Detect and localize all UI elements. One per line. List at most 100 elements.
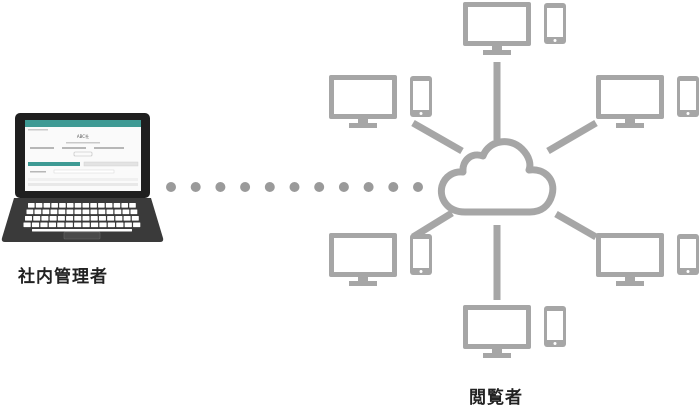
keyboard-key (74, 216, 82, 221)
keyboard-key (51, 203, 58, 208)
line-lower-left (411, 210, 454, 240)
connector-dot (240, 182, 251, 192)
keyboard-key (106, 209, 114, 215)
monitor-icon (329, 75, 397, 128)
connector-dot (314, 182, 325, 192)
keyboard-key (49, 216, 57, 221)
keyboard-key (65, 222, 73, 228)
keyboard-key (74, 222, 82, 228)
line-upper-right (546, 119, 598, 155)
screen-line (66, 142, 100, 144)
monitor-icon (329, 233, 397, 286)
screen-field-3 (94, 147, 124, 149)
keyboard-key (66, 216, 74, 221)
keyboard-key (66, 203, 74, 208)
keyboard-key (28, 203, 35, 208)
keyboard-key (59, 203, 66, 208)
connector-dot (388, 182, 399, 192)
laptop-keyboard (23, 203, 141, 232)
smartphone-icon (544, 3, 566, 44)
keyboard-key (107, 216, 115, 221)
keyboard-key (43, 203, 51, 208)
keyboard-spacebar-row (32, 229, 132, 232)
viewer-device (329, 75, 432, 128)
keyboard-key (98, 216, 106, 221)
screen-table-row-1 (28, 178, 138, 181)
viewer-devices (329, 2, 699, 358)
connector-dot (264, 182, 275, 192)
keyboard-key (48, 222, 57, 228)
viewer-device (463, 2, 566, 55)
keyboard-key (74, 209, 82, 215)
laptop-icon: ABC社 (1, 113, 164, 242)
keyboard-key (99, 222, 107, 228)
keyboard-key (98, 203, 105, 208)
keyboard-key (90, 203, 97, 208)
keyboard-key (121, 203, 129, 208)
screen-field-1 (30, 147, 54, 149)
screen-small-button (73, 151, 93, 157)
monitor-icon (463, 2, 531, 55)
keyboard-key (23, 222, 31, 228)
smartphone-icon (677, 234, 699, 275)
keyboard-key (66, 209, 74, 215)
monitor-icon (463, 305, 531, 358)
admin-label: 社内管理者 (18, 267, 108, 287)
keyboard-key (114, 209, 122, 215)
connector-dot (215, 182, 226, 192)
keyboard-key (82, 222, 90, 228)
viewer-device (329, 233, 432, 286)
connector-dot (289, 182, 300, 192)
cloud-icon (437, 138, 557, 216)
screen-field-2 (62, 147, 86, 149)
screen-table-row-2 (28, 183, 138, 186)
keyboard-key (116, 222, 124, 228)
connector-dot (166, 182, 176, 192)
viewer-device (463, 305, 566, 358)
keyboard-key (33, 216, 41, 221)
monitor-icon (596, 233, 664, 286)
keyboard-key (31, 222, 40, 228)
keyboard-key (115, 216, 123, 221)
screen-input (53, 169, 115, 174)
monitor-icon (596, 75, 664, 128)
keyboard-key (129, 203, 136, 208)
keyboard-key (35, 203, 43, 208)
viewer-device (596, 75, 699, 128)
keyboard-key (41, 216, 49, 221)
keyboard-key (26, 209, 34, 215)
keyboard-key (25, 216, 33, 221)
connector-dot (363, 182, 374, 192)
screen-header-bar (25, 120, 141, 127)
keyboard-key (113, 203, 121, 208)
line-lower-right (554, 210, 598, 241)
keyboard-key (34, 209, 42, 215)
smartphone-icon (544, 306, 566, 347)
screen-teal-button (28, 162, 80, 166)
keyboard-key (42, 209, 50, 215)
connector-dot (338, 182, 349, 192)
keyboard-key (58, 209, 66, 215)
keyboard-key (82, 216, 90, 221)
connector-dot (190, 182, 201, 192)
viewer-device (596, 233, 699, 286)
dotted-connector (166, 182, 423, 192)
keyboard-key (74, 203, 82, 208)
keyboard-key (124, 222, 132, 228)
keyboard-key (50, 209, 58, 215)
keyboard-key (107, 222, 116, 228)
keyboard-key (90, 216, 98, 221)
keyboard-key (57, 216, 65, 221)
keyboard-key (122, 209, 130, 215)
keyboard-key (105, 203, 113, 208)
smartphone-icon (677, 76, 699, 117)
smartphone-icon (410, 234, 432, 275)
keyboard-key (133, 222, 141, 228)
screen-row-label (30, 171, 46, 173)
keyboard-key (40, 222, 48, 228)
keyboard-key (131, 216, 139, 221)
connector-dot (413, 182, 423, 192)
keyboard-key (123, 216, 131, 221)
keyboard-key (82, 209, 90, 215)
keyboard-key (90, 222, 99, 228)
